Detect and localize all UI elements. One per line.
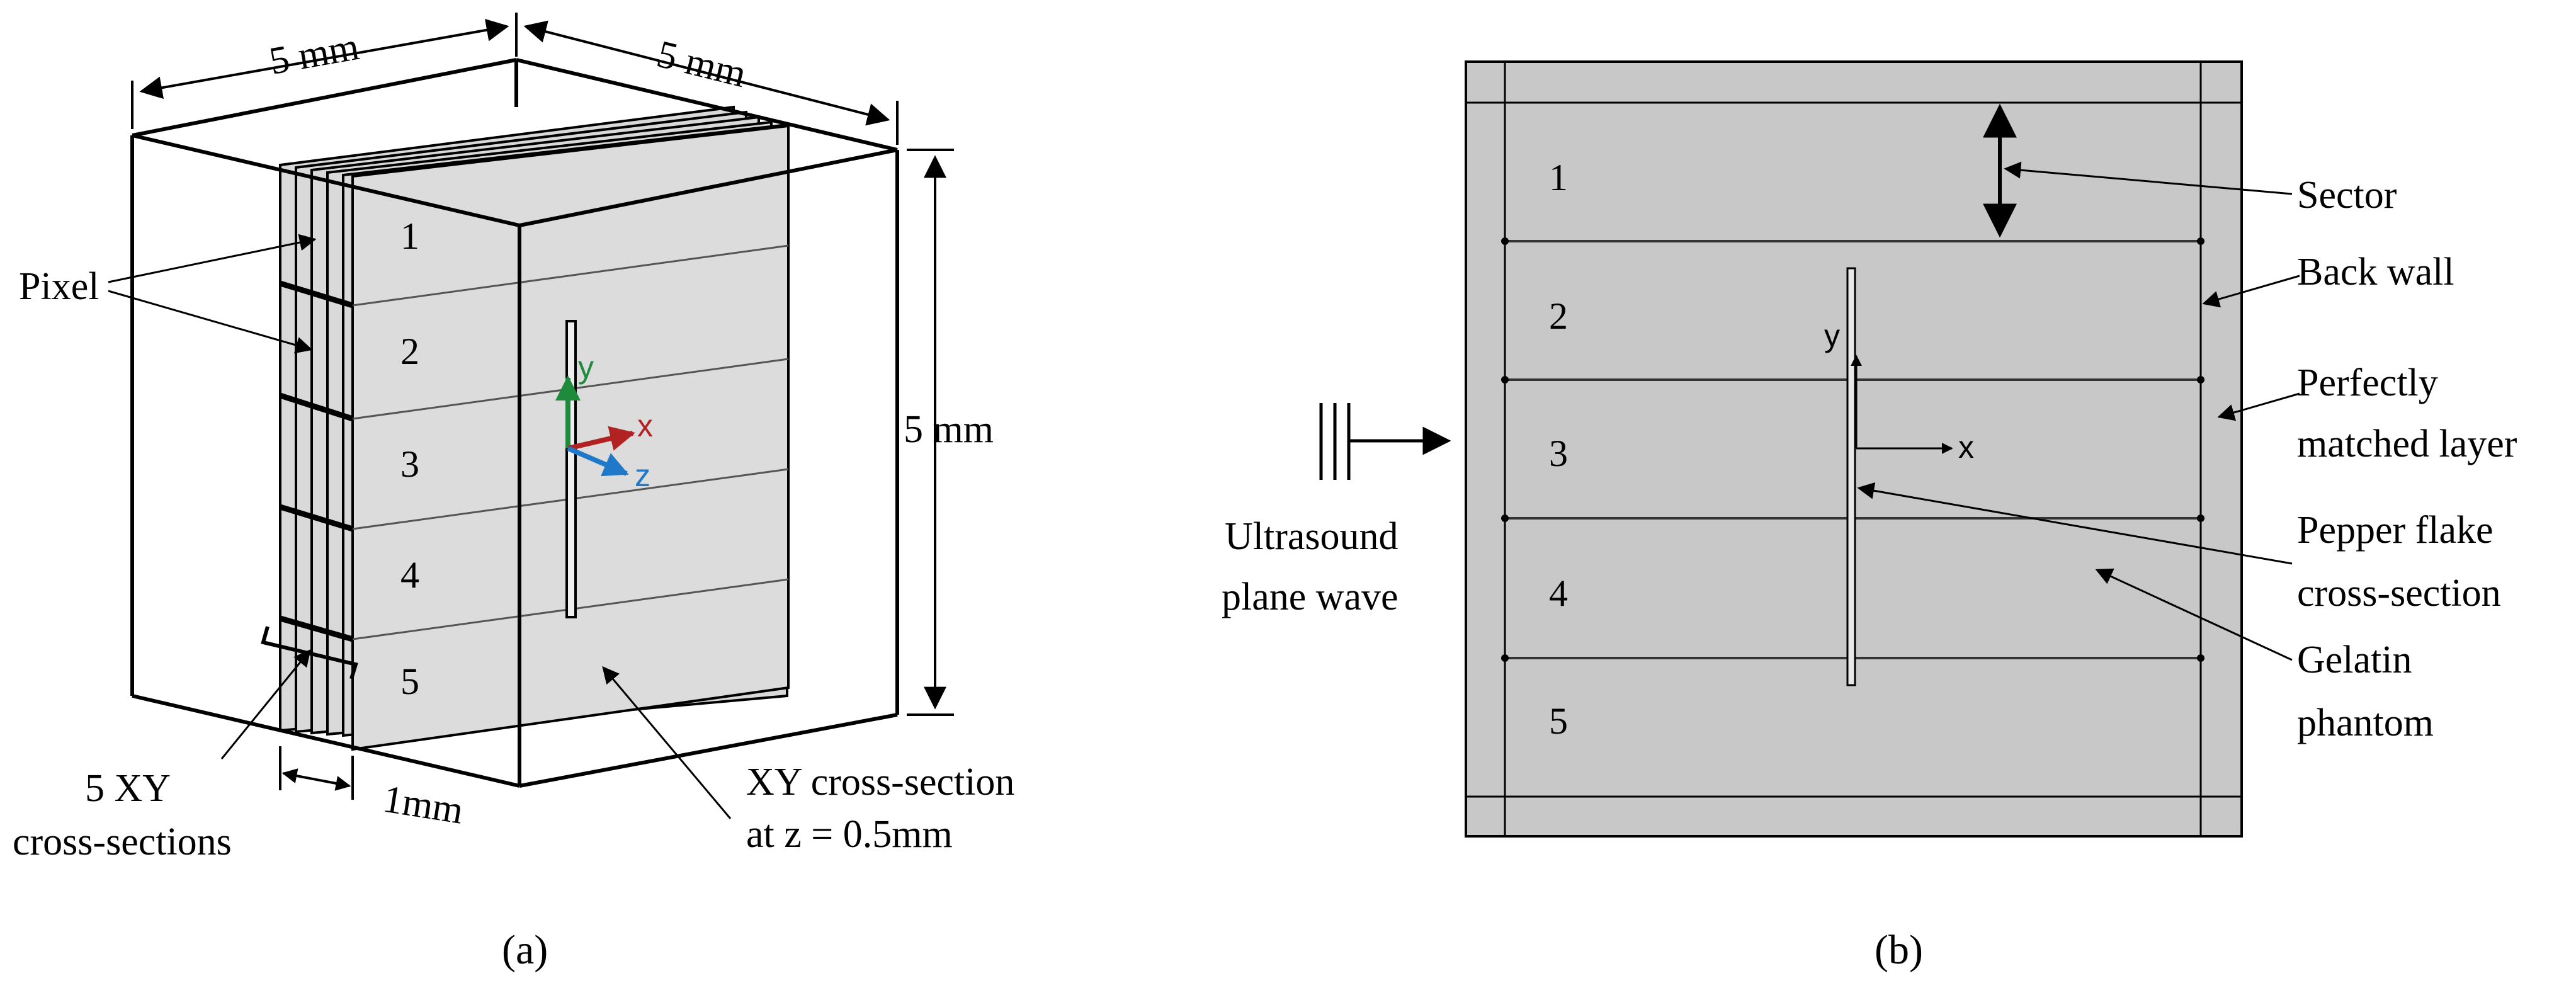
caption-b: (b) <box>1875 927 1923 973</box>
flake-leader <box>1857 482 2293 565</box>
sector-dots <box>1501 237 2204 662</box>
pepper-flake-a <box>565 320 577 618</box>
sections-label-line2: cross-sections <box>13 821 232 863</box>
sector-number: 5 <box>1549 700 1568 742</box>
thickness-dim-arrow <box>281 768 351 791</box>
pixel-marks <box>279 280 354 642</box>
leaders-a <box>108 234 732 819</box>
sector-number: 3 <box>400 443 419 485</box>
panel-a: y x z 1 2 3 4 5 5 mm 5 mm <box>13 13 1014 973</box>
xy-section-label-line1: XY cross-section <box>746 761 1014 804</box>
pml-label-line1: Perfectly <box>2297 361 2438 404</box>
plane-wave-icon <box>1319 403 1451 480</box>
sector-number: 5 <box>400 661 419 702</box>
sector-number: 2 <box>400 331 419 372</box>
pixel-leader-2 <box>108 290 313 354</box>
pml-boundaries <box>1466 62 2242 836</box>
sector-number: 1 <box>1549 157 1568 198</box>
pepper-flake-b <box>1846 267 1856 686</box>
axes-b <box>1851 355 1953 454</box>
plane-wave-label-line1: Ultrasound <box>1225 515 1399 558</box>
sector-numbers-a: 1 2 3 4 5 <box>400 215 419 702</box>
sector-label: Sector <box>2297 174 2397 217</box>
pixel-leader-1 <box>108 234 317 283</box>
slice-stack <box>279 105 790 751</box>
sector-number: 4 <box>400 554 419 596</box>
sector-numbers-b: 1 2 3 4 5 <box>1549 157 1568 742</box>
z-axis-arrow <box>567 446 629 477</box>
x-axis-arrow <box>567 426 635 451</box>
gelatin-label-line1: Gelatin <box>2297 639 2412 681</box>
dim-thickness-label: 1mm <box>380 778 467 832</box>
sector-leader <box>2004 161 2293 195</box>
sector-number: 3 <box>1549 433 1568 474</box>
axes-a: y x z <box>555 349 653 493</box>
flake-label-line2: cross-section <box>2297 572 2501 615</box>
dim-depth-label: 5 mm <box>653 33 751 96</box>
panel-b: 1 2 3 4 5 y x <box>1222 60 2517 973</box>
leaders-b <box>1857 161 2300 661</box>
width-dim-arrow <box>139 18 509 99</box>
pixel-label: Pixel <box>19 265 99 308</box>
sections-leader <box>220 649 311 759</box>
flake-label-line1: Pepper flake <box>2297 509 2494 552</box>
sections-label-line1: 5 XY <box>85 767 171 810</box>
dim-width-label: 5 mm <box>266 25 363 83</box>
xy-section-label-line2: at z = 0.5mm <box>746 813 953 856</box>
x-axis-label: x <box>637 408 653 443</box>
y-axis-label-b: y <box>1824 318 1840 353</box>
pml-leader <box>2217 392 2300 421</box>
z-axis-label: z <box>635 458 650 493</box>
pml-label-line2: matched layer <box>2297 423 2517 465</box>
y-axis-label: y <box>578 349 594 385</box>
x-axis-label-b: x <box>1958 429 1974 465</box>
depth-dim-arrow <box>523 20 890 126</box>
sector-number: 2 <box>1549 295 1568 337</box>
xy-leader <box>602 666 732 819</box>
sector-number: 4 <box>1549 572 1568 614</box>
dim-height-label: 5 mm <box>904 408 994 451</box>
back-wall-label: Back wall <box>2297 251 2454 293</box>
gelatin-leader <box>2095 568 2293 661</box>
plane-wave-label-line2: plane wave <box>1222 576 1399 618</box>
back-wall-leader <box>2202 275 2300 308</box>
gelatin-label-line2: phantom <box>2297 702 2434 744</box>
caption-a: (a) <box>502 927 548 973</box>
sector-number: 1 <box>400 215 419 257</box>
dimension-arrows-a <box>131 13 954 800</box>
